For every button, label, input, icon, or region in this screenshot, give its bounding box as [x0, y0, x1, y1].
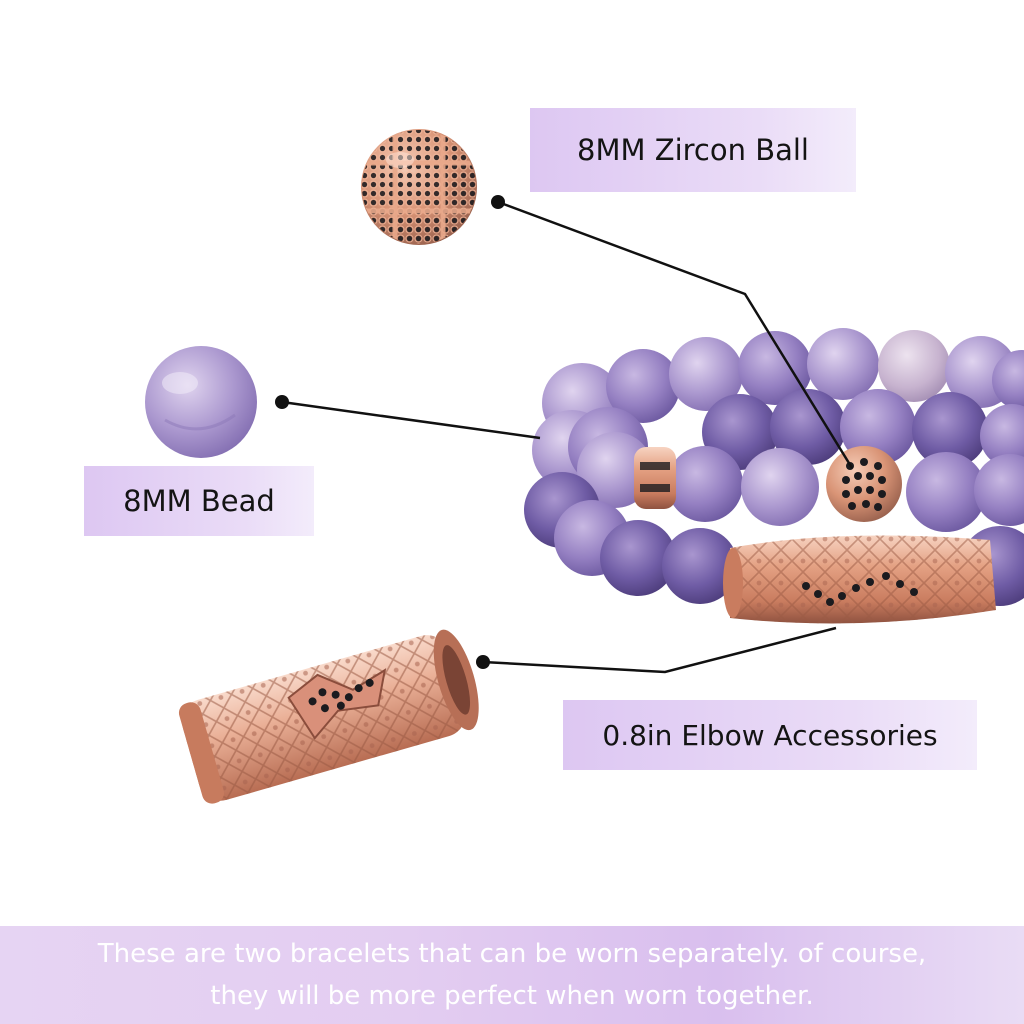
callout-lines: [281, 200, 854, 674]
callout-dots: [275, 195, 505, 669]
loose-zircon-ball: [361, 129, 477, 245]
loose-amethyst-bead: [145, 346, 257, 458]
elbow-accessories-label: 0.8in Elbow Accessories: [563, 700, 977, 770]
caption-line-1: These are two bracelets that can be worn…: [97, 939, 927, 969]
zircon-ball-label: 8MM Zircon Ball: [530, 108, 856, 192]
elbow-accessories-label-text: 0.8in Elbow Accessories: [602, 718, 938, 752]
bracelet-stack: [524, 328, 1024, 624]
caption-banner: These are two bracelets that can be worn…: [0, 926, 1024, 1024]
zircon-ball-label-text: 8MM Zircon Ball: [577, 133, 809, 167]
bead-label: 8MM Bead: [84, 466, 314, 536]
bead-label-text: 8MM Bead: [123, 484, 275, 518]
caption-line-2: they will be more perfect when worn toge…: [210, 981, 814, 1011]
loose-elbow-tube: [178, 629, 479, 804]
